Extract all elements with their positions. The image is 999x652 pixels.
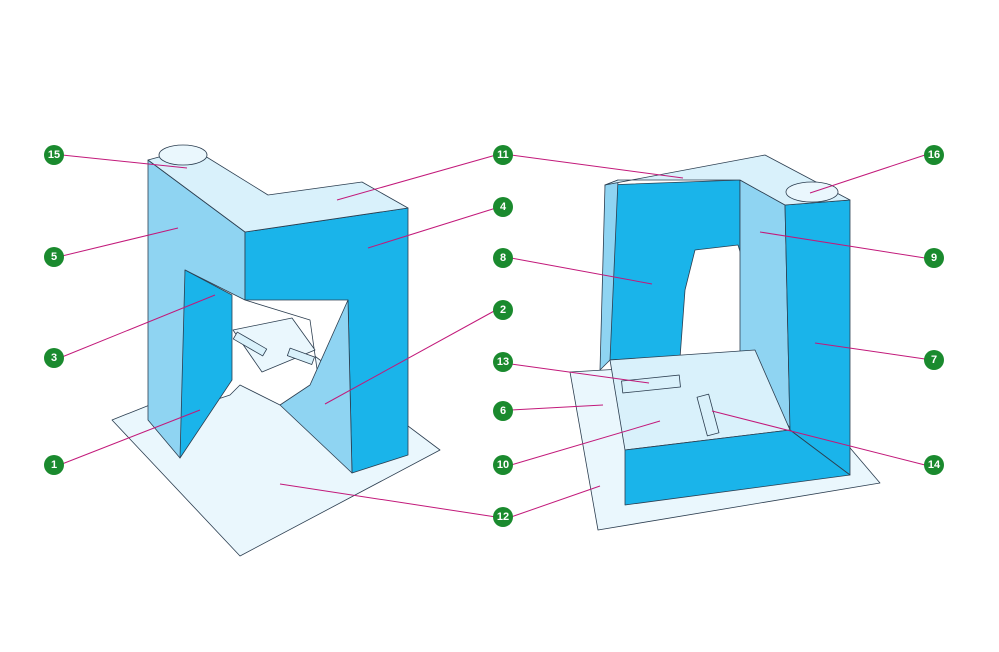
callout-line-5: [61, 227, 179, 257]
badge-8-label: 8: [500, 252, 506, 264]
callout-line-3: [61, 294, 216, 358]
callout-line-8: [510, 257, 653, 285]
right-structure: [569, 154, 881, 531]
callout-line-11a: [336, 154, 497, 201]
badge-7: 7: [924, 350, 944, 370]
badge-5-label: 5: [51, 251, 57, 263]
badge-15-label: 15: [48, 149, 60, 161]
left-top-cap: [158, 144, 208, 166]
badge-14-label: 14: [928, 459, 941, 471]
callout-line-15: [61, 154, 188, 169]
badge-1-label: 1: [51, 459, 57, 471]
badge-3: 3: [44, 348, 64, 368]
badge-10-label: 10: [497, 459, 509, 471]
callout-badges: 15 5 3 1 11 4 8 2 13 6 10 12 16 9 7 14: [44, 145, 944, 527]
callout-line-14: [711, 410, 926, 466]
badge-15: 15: [44, 145, 64, 165]
right-sensor-b: [696, 393, 720, 437]
badge-11: 11: [493, 145, 513, 165]
badge-12-label: 12: [497, 511, 509, 523]
badge-6-label: 6: [500, 405, 506, 417]
left-inner-wall-b: [279, 299, 353, 474]
right-front-bottom: [624, 429, 851, 506]
badge-4-label: 4: [500, 201, 507, 213]
callout-line-7: [814, 342, 926, 360]
callout-lines: [61, 154, 926, 518]
badge-1: 1: [44, 455, 64, 475]
callout-line-12a: [279, 483, 497, 518]
badge-16-label: 16: [928, 149, 940, 161]
callout-line-13: [510, 363, 650, 384]
left-sensor-b: [286, 347, 315, 365]
left-inner-wall-a: [179, 269, 233, 459]
badge-3-label: 3: [51, 352, 57, 364]
badge-13: 13: [493, 352, 513, 372]
callout-line-9: [759, 231, 926, 259]
badge-12: 12: [493, 507, 513, 527]
callout-line-4: [367, 207, 497, 249]
callout-line-1: [61, 409, 201, 465]
badge-5: 5: [44, 247, 64, 267]
badge-4: 4: [493, 197, 513, 217]
callout-line-2: [324, 309, 497, 405]
callout-line-16: [809, 154, 926, 194]
callout-line-11b: [510, 154, 684, 179]
badge-9-label: 9: [931, 252, 937, 264]
left-sensor-a: [232, 331, 268, 357]
badge-14: 14: [924, 455, 944, 475]
badge-16: 16: [924, 145, 944, 165]
badge-6: 6: [493, 401, 513, 421]
badge-7-label: 7: [931, 354, 937, 366]
callout-line-12b: [510, 485, 601, 518]
callout-line-6: [510, 404, 604, 411]
right-sensor-a: [621, 374, 681, 394]
badge-9: 9: [924, 248, 944, 268]
badge-11-label: 11: [497, 149, 509, 161]
badge-8: 8: [493, 248, 513, 268]
badge-10: 10: [493, 455, 513, 475]
left-structure: [111, 144, 441, 557]
callout-line-10: [510, 420, 661, 466]
badge-13-label: 13: [497, 356, 509, 368]
badge-2-label: 2: [500, 304, 506, 316]
badge-2: 2: [493, 300, 513, 320]
